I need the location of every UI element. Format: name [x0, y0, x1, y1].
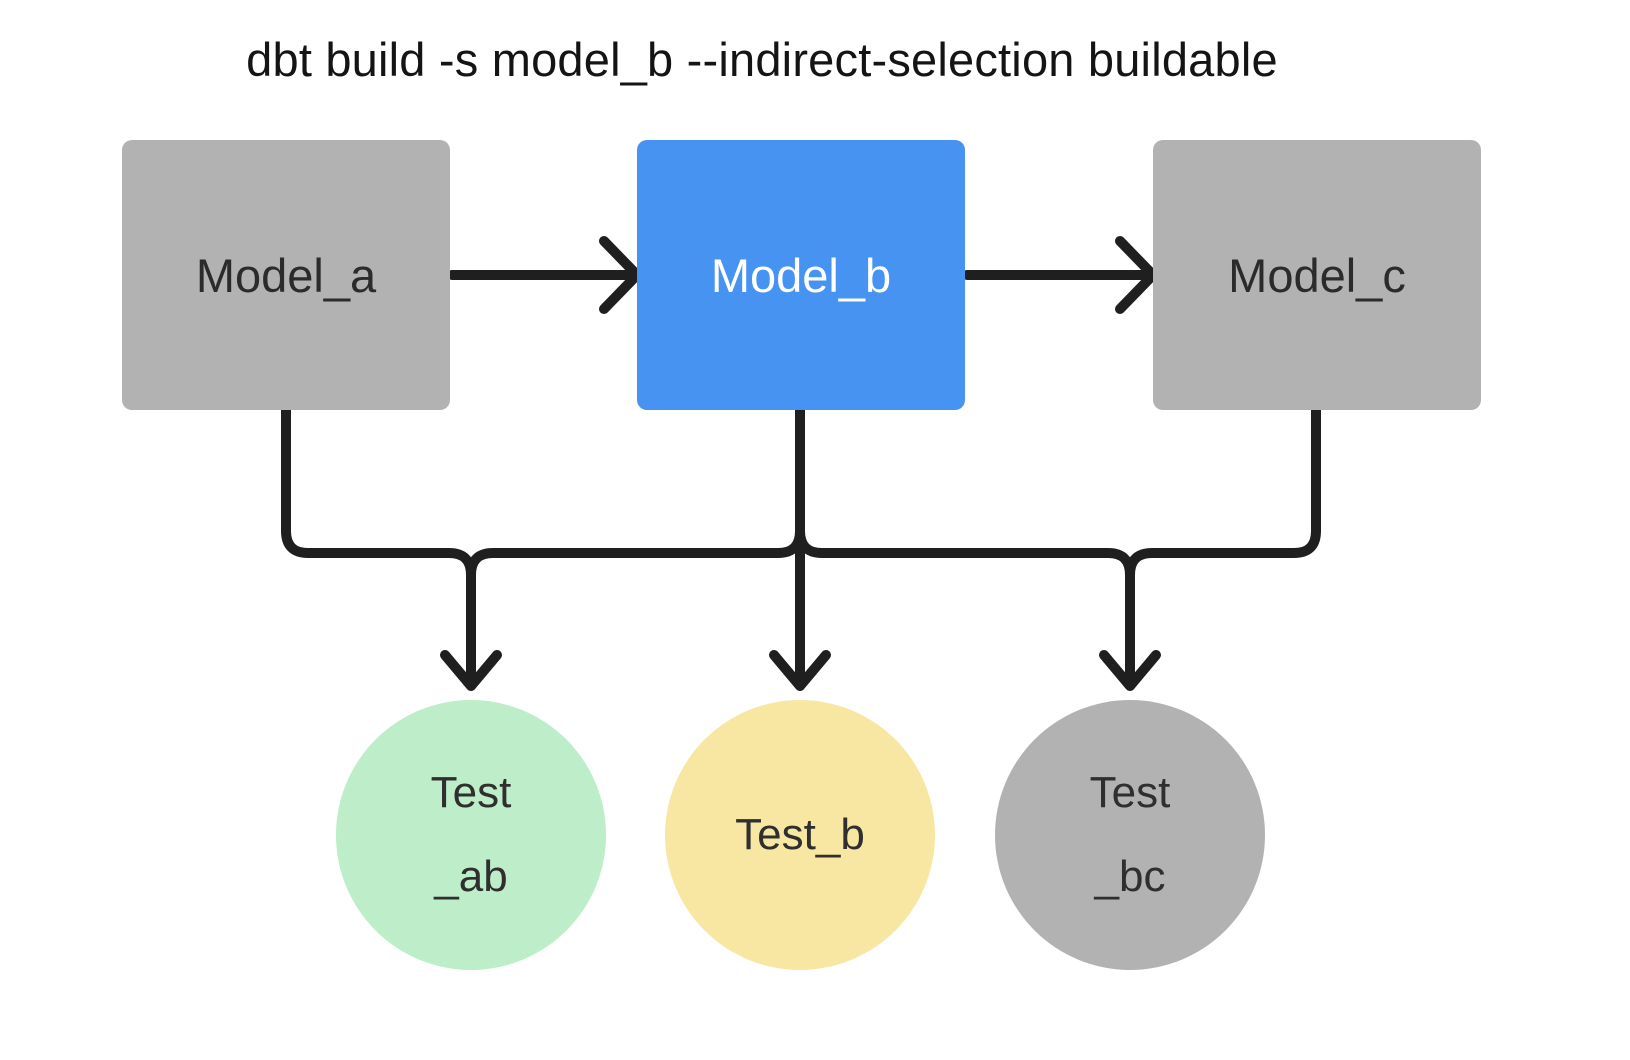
test-node-test-b: Test_b — [665, 700, 935, 970]
test-ab-label-line-2: _ab — [434, 852, 508, 901]
edge-model-b-to-test-ab — [466, 403, 805, 686]
model-node-model-b-selected: Model_b — [637, 140, 965, 410]
edge-model-c-to-test-bc — [1099, 403, 1321, 691]
edge-model-b-to-model-c-arrow — [962, 236, 1158, 314]
edge-model-b-to-test-bc — [795, 403, 1135, 686]
diagram-title: dbt build -s model_b --indirect-selectio… — [246, 33, 1278, 86]
model-b-label: Model_b — [710, 248, 892, 302]
test-node-test-bc: Test _bc — [995, 700, 1265, 970]
test-bc-label-line-1: Test — [1089, 768, 1171, 817]
edge-model-a-to-test-ab — [281, 403, 502, 691]
test-ab-label-line-1: Test — [430, 768, 512, 817]
test-b-label: Test_b — [735, 810, 865, 859]
model-node-model-a: Model_a — [122, 140, 450, 410]
edge-model-a-to-model-b-arrow — [447, 236, 642, 314]
model-node-model-c: Model_c — [1153, 140, 1481, 410]
model-c-label: Model_c — [1228, 248, 1406, 302]
model-a-label: Model_a — [195, 248, 377, 302]
test-bc-label-line-2: _bc — [1094, 852, 1166, 901]
test-node-test-ab: Test _ab — [336, 700, 606, 970]
